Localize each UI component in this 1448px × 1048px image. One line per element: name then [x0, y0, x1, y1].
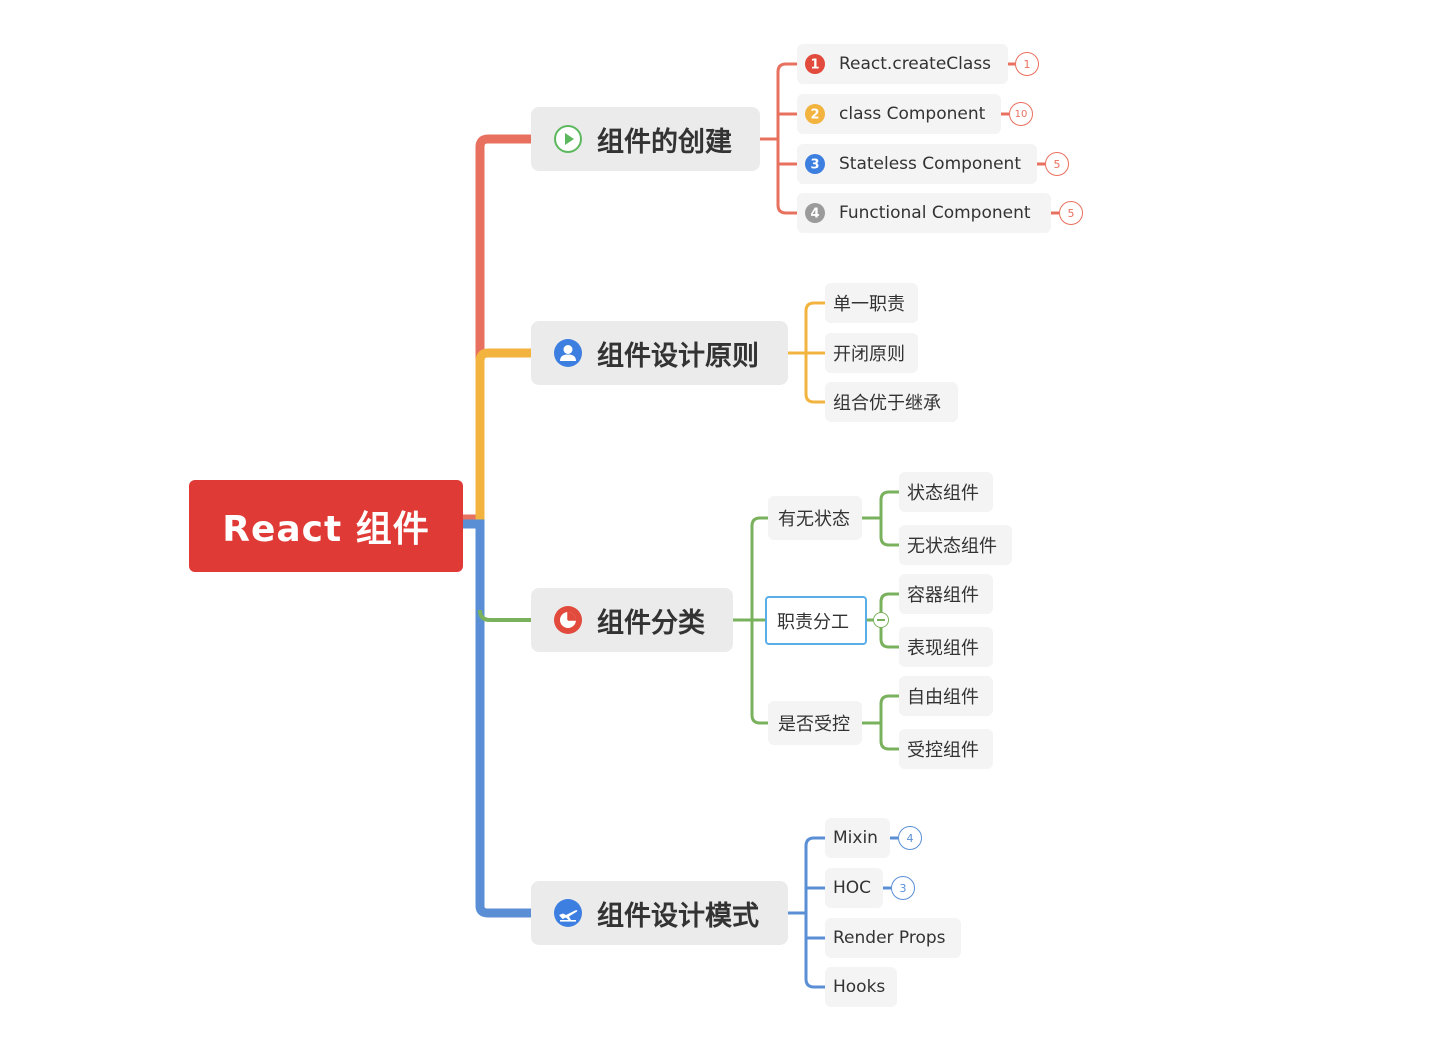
classification-item-label: 表现组件 — [907, 638, 979, 659]
classification-item-label: 受控组件 — [907, 740, 979, 761]
count-badge[interactable]: 5 — [1045, 152, 1069, 176]
creation-item-stateless-component[interactable]: 3 Stateless Component — [797, 144, 1037, 184]
creation-item-class-component[interactable]: 2 class Component — [797, 94, 1001, 134]
classification-item[interactable]: 状态组件 — [899, 472, 993, 512]
branch-patterns[interactable]: 组件设计模式 — [531, 881, 788, 945]
creation-item-label: Stateless Component — [839, 154, 1021, 174]
svg-text:3: 3 — [810, 158, 819, 173]
trunk-principles — [463, 348, 531, 529]
user-icon — [554, 339, 582, 367]
priority-1-icon: 1 — [805, 54, 825, 74]
principles-item[interactable]: 单一职责 — [825, 283, 918, 323]
classification-item-label: 容器组件 — [907, 585, 979, 606]
creation-item-functional-component[interactable]: 4 Functional Component — [797, 193, 1051, 233]
principles-item-label: 开闭原则 — [833, 344, 905, 365]
principles-item[interactable]: 开闭原则 — [825, 333, 918, 373]
patterns-item-label: Mixin — [833, 828, 878, 848]
creation-item-label: React.createClass — [839, 54, 992, 74]
patterns-item-render-props[interactable]: Render Props — [825, 918, 961, 958]
count-badge[interactable]: 10 — [1009, 102, 1033, 126]
play-icon — [554, 125, 582, 153]
svg-text:4: 4 — [810, 207, 819, 222]
patterns-connectors — [788, 836, 898, 989]
classification-item[interactable]: 无状态组件 — [899, 525, 1012, 565]
priority-3-icon: 3 — [805, 154, 825, 174]
collapse-toggle[interactable] — [873, 612, 889, 628]
patterns-item-label: HOC — [833, 878, 872, 898]
patterns-item-label: Render Props — [833, 928, 946, 948]
branch-creation[interactable]: 组件的创建 — [531, 107, 760, 171]
creation-item-label: Functional Component — [839, 203, 1031, 223]
branch-classification[interactable]: 组件分类 — [531, 588, 733, 652]
classification-item-label: 状态组件 — [907, 483, 979, 504]
creation-connectors — [760, 62, 1059, 215]
branch-creation-label: 组件的创建 — [597, 126, 732, 158]
patterns-item-mixin[interactable]: Mixin — [825, 818, 890, 858]
plane-icon — [554, 899, 582, 927]
trunk-creation — [463, 134, 531, 524]
classification-item[interactable]: 受控组件 — [899, 729, 993, 769]
branch-principles[interactable]: 组件设计原则 — [531, 321, 788, 385]
classification-item-label: 自由组件 — [907, 687, 979, 708]
count-badge[interactable]: 3 — [891, 876, 915, 900]
classification-group-responsibility[interactable]: 职责分工 — [765, 596, 867, 645]
classification-group-stateful[interactable]: 有无状态 — [768, 496, 862, 540]
trunk-classification — [478, 609, 531, 622]
classification-connectors — [733, 490, 899, 751]
count-badge[interactable]: 4 — [898, 826, 922, 850]
principles-item-label: 组合优于继承 — [833, 393, 941, 414]
creation-item-label: class Component — [839, 104, 986, 124]
classification-item[interactable]: 表现组件 — [899, 627, 993, 667]
classification-item[interactable]: 自由组件 — [899, 676, 993, 716]
patterns-item-label: Hooks — [833, 977, 886, 997]
svg-text:2: 2 — [810, 108, 819, 123]
principles-item-label: 单一职责 — [833, 294, 905, 315]
pie-chart-icon — [554, 606, 582, 634]
principles-item[interactable]: 组合优于继承 — [825, 382, 958, 422]
group-label: 有无状态 — [778, 509, 850, 530]
classification-group-controlled[interactable]: 是否受控 — [768, 701, 862, 745]
principles-connectors — [788, 301, 825, 404]
root-label: React 组件 — [222, 509, 430, 550]
group-label: 是否受控 — [778, 714, 850, 735]
branch-principles-label: 组件设计原则 — [597, 340, 759, 372]
branch-patterns-label: 组件设计模式 — [597, 900, 759, 932]
svg-text:1: 1 — [810, 58, 819, 73]
root-node[interactable]: React 组件 — [189, 480, 463, 572]
trunk-patterns — [463, 519, 531, 918]
patterns-item-hooks[interactable]: Hooks — [825, 967, 897, 1007]
priority-2-icon: 2 — [805, 104, 825, 124]
branch-classification-label: 组件分类 — [597, 607, 705, 639]
count-badge[interactable]: 5 — [1059, 201, 1083, 225]
creation-item-create-class[interactable]: 1 React.createClass — [797, 44, 1008, 84]
count-badge[interactable]: 1 — [1015, 52, 1039, 76]
patterns-item-hoc[interactable]: HOC — [825, 868, 883, 908]
group-label: 职责分工 — [777, 611, 849, 633]
classification-item-label: 无状态组件 — [907, 536, 997, 557]
priority-4-icon: 4 — [805, 203, 825, 223]
classification-item[interactable]: 容器组件 — [899, 574, 993, 614]
